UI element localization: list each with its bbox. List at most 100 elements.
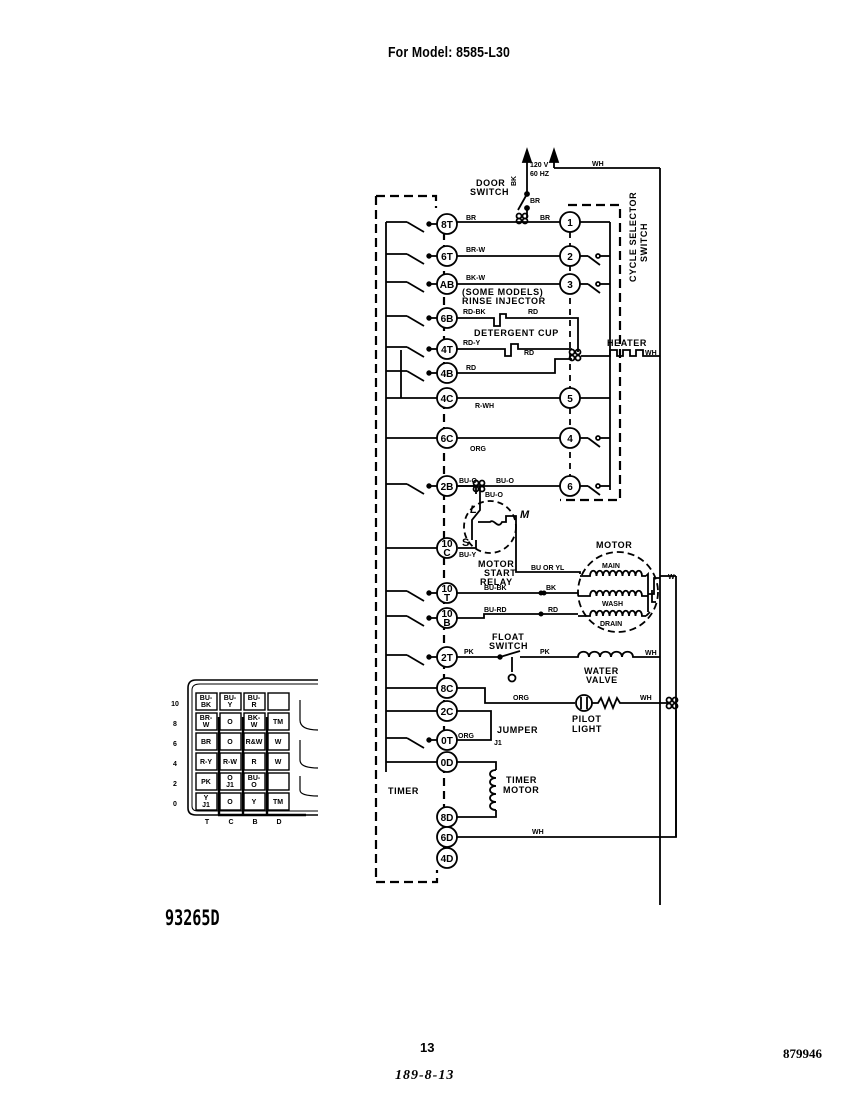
selector-terminal-label: 3 [567, 280, 573, 291]
pilot-light: PILOT LIGHT WH [456, 687, 679, 734]
grid-cell: R-Y [195, 752, 218, 771]
grid-cell-label: O [227, 775, 233, 782]
selector-terminal-label: 2 [567, 252, 573, 263]
selector-switch-contact [580, 483, 610, 496]
water-valve-label-1: WATER [584, 666, 619, 676]
grid-row-label: 10 [171, 701, 179, 708]
timer-terminal: 4T [436, 338, 458, 360]
cycle-selector-label-1: CYCLE SELECTOR [628, 192, 638, 282]
wire-label: BU-BK [484, 585, 507, 592]
timer-terminal: 6C [436, 427, 458, 449]
timer-terminal: 10T [436, 582, 458, 604]
grid-cell-label: Y [252, 799, 257, 806]
selector-switch-contact [580, 281, 610, 294]
rinse-injector [456, 313, 579, 352]
wire-label: PK [540, 649, 550, 656]
relay-terminal-s: S [462, 537, 469, 549]
terminal-label: AB [440, 280, 454, 291]
grid-cell-label: J1 [202, 802, 210, 809]
relay-label-2: START [484, 568, 516, 578]
wire-label: R-WH [475, 403, 494, 410]
grid-cell [267, 772, 290, 791]
page-number: 13 [420, 1040, 435, 1055]
relay-label-3: RELAY [480, 577, 513, 587]
rinse-injector-label-2: RINSE INJECTOR [462, 296, 546, 306]
grid-cell-label: W [275, 739, 282, 746]
grid-cell-label: Y [204, 795, 209, 802]
grid-cell: BU-Y [219, 692, 242, 711]
pilot-junction [665, 696, 679, 710]
wire-label: ORG [513, 695, 530, 702]
terminal-label: B [443, 618, 450, 629]
grid-cell: BR [195, 732, 218, 751]
motor-start-relay: L M S BU-O MOTOR START RELAY BU OR YL [458, 486, 581, 587]
grid-cell-label: W [203, 722, 210, 729]
wire-label: BR [530, 198, 540, 205]
terminal-label: 10 [441, 539, 453, 550]
grid-cell: BK-W [243, 712, 266, 731]
timer-switch-contact [386, 615, 437, 627]
handwritten-note: 189-8-13 [395, 1068, 455, 1083]
grid-row-label: 0 [173, 801, 177, 808]
jumper-label: JUMPER [497, 725, 538, 735]
terminal-label: 6B [441, 314, 454, 325]
grid-cell-label: PK [201, 779, 211, 786]
wire-label: ORG [470, 446, 487, 453]
timer-motor-label-1: TIMER [506, 775, 537, 785]
grid-cell: YJ1 [195, 792, 218, 811]
timer-terminal: 6D [436, 826, 458, 848]
door-switch-label-2: SWITCH [470, 187, 509, 197]
wire-label: BU-O [485, 492, 503, 499]
relay-terminal-l: L [470, 504, 477, 516]
selector-terminal-label: 1 [567, 218, 573, 229]
wire-label: RD-BK [463, 309, 486, 316]
grid-col-label: D [276, 819, 281, 826]
terminal-label: 4C [441, 394, 454, 405]
grid-cell: O [219, 792, 242, 811]
terminal-label: 2C [441, 707, 454, 718]
timer-terminal: 4B [436, 362, 458, 384]
timer-enclosure [374, 194, 439, 884]
grid-cell-label: BU- [224, 695, 237, 702]
timer-terminal: 2B [436, 475, 458, 497]
timer-switch-contact [386, 590, 437, 602]
grid-row-label: 6 [173, 741, 177, 748]
grid-cell: O [219, 712, 242, 731]
wire-label: BU OR YL [531, 565, 565, 572]
terminal-label: 8T [441, 220, 453, 231]
grid-cell: BU-BK [195, 692, 218, 711]
grid-cell-label: BK [201, 702, 211, 709]
arrow-up-icon [548, 147, 560, 163]
heater-junction [568, 348, 582, 362]
grid-cell-label: R-Y [200, 759, 212, 766]
terminal-label: 10 [441, 584, 453, 595]
grid-cell: TM [267, 792, 290, 811]
detergent-cup [456, 343, 572, 357]
timer-terminal: 0T [436, 729, 458, 751]
grid-cell-label: R [251, 702, 256, 709]
grid-cell: O [219, 732, 242, 751]
grid-cell-label: W [251, 722, 258, 729]
supply-frequency-label: 60 HZ [530, 171, 550, 178]
wire-label: WH [645, 350, 657, 357]
wire-label: BK [546, 585, 556, 592]
timer-switch-contact [386, 221, 437, 233]
terminal-label: 2B [441, 482, 454, 493]
grid-cell: Y [243, 792, 266, 811]
grid-cell [267, 692, 290, 711]
grid-cell: W [267, 752, 290, 771]
line-wire-label: BK [511, 176, 518, 186]
motor-wash-winding-label: WASH [602, 601, 623, 608]
timer-switch-contact [386, 253, 437, 265]
arrow-up-icon [521, 147, 533, 163]
timer-terminal: 6B [436, 307, 458, 329]
detergent-cup-label: DETERGENT CUP [474, 328, 559, 338]
terminal-label: 4T [441, 345, 453, 356]
wire-label: RD-Y [463, 340, 480, 347]
grid-cell-label: BR [201, 739, 211, 746]
timer-terminal: 8T [436, 213, 458, 235]
selector-terminal: 2 [559, 245, 581, 267]
door-switch: DOOR SWITCH BR [470, 178, 540, 225]
